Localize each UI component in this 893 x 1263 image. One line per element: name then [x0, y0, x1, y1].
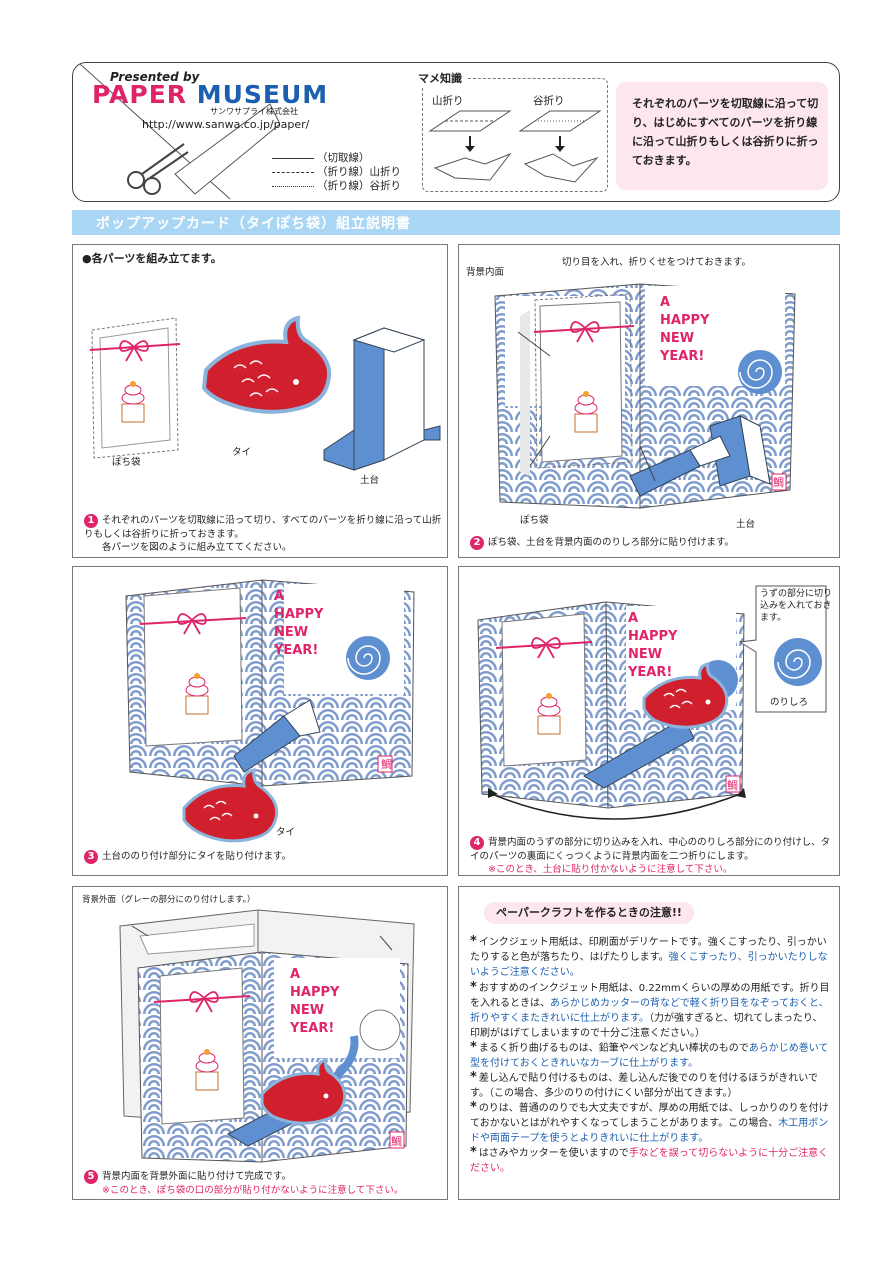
step5-number: 5	[84, 1170, 98, 1184]
s5-stamp: 鯛	[391, 1135, 402, 1148]
label-bg-outer-s5: 背景外面（グレーの部分にのり付けします。）	[82, 895, 256, 905]
title-bar	[72, 210, 840, 235]
step1-heading: ●各パーツを組み立てます。	[82, 252, 222, 265]
step1-number: 1	[84, 514, 98, 528]
step1-parts-illustration	[89, 315, 441, 471]
label-dodai-s1: 土台	[360, 475, 380, 486]
label-tai-s1: タイ	[232, 447, 252, 458]
label-pochi-s1: ぽち袋	[112, 457, 141, 468]
s4-detail-bubble	[738, 585, 827, 713]
s4-stamp: 鯛	[727, 779, 738, 792]
caution-item-6: *はさみやカッターを使いますので手などを誤って切らないように十分ご注意ください。	[470, 1145, 829, 1174]
company-name: サンワサプライ株式会社	[210, 107, 298, 116]
mame-box	[422, 78, 608, 192]
legend-mountain: （折り線）山折り	[272, 164, 401, 179]
step2-number: 2	[470, 536, 484, 550]
step3-card-illustration	[125, 579, 415, 787]
site-url[interactable]: http://www.sanwa.co.jp/paper/	[142, 118, 310, 131]
mountain-fold-label: 山折り	[432, 95, 464, 107]
caution-item-3: *まるく折り曲げるものは、鉛筆やペンなど丸い棒状のものであらかじめ巻いて型を付け…	[470, 1040, 829, 1069]
legend-valley: （折り線）谷折り	[272, 178, 401, 193]
caution-item-4: *差し込んで貼り付けるものは、差し込んだ後でのりを付けるほうがきれいです。（この…	[470, 1070, 819, 1099]
step2-card-illustration	[494, 283, 796, 509]
s2-stamp: 鯛	[773, 476, 784, 489]
step4-card-illustration	[477, 601, 746, 820]
caution-item-5: *のりは、普通ののりでも大丈夫ですが、厚めの用紙では、しっかりのりを付けておかな…	[470, 1100, 829, 1144]
caution-item-1: *インクジェット用紙は、印刷面がデリケートです。強くこすったり、引っかいたりする…	[470, 934, 828, 978]
step3-number: 3	[84, 850, 98, 864]
label-dodai-s2: 土台	[736, 519, 756, 530]
valley-fold-label: 谷折り	[533, 95, 565, 107]
mame-title: マメ知識	[414, 70, 466, 86]
s3-tai-fish	[182, 768, 279, 843]
header-diagonal-graphic	[80, 64, 280, 200]
caution-panel	[458, 886, 840, 1200]
label-pochi-s2: ぽち袋	[520, 515, 549, 526]
s3-stamp: 鯛	[381, 758, 392, 771]
step4-number: 4	[470, 836, 484, 850]
label-glue-s4: のりしろ	[770, 697, 809, 708]
presented-by: Presented by	[110, 70, 200, 84]
logo: PAPER MUSEUM	[92, 80, 329, 109]
step5-card-illustration	[119, 909, 415, 1163]
label-bg-inner-s2: 背景内面	[466, 267, 505, 278]
page-title: ポップアップカード（タイぽち袋）組立説明書	[96, 216, 411, 232]
fold-diagram	[428, 110, 602, 183]
legend-cut: （切取線）	[272, 150, 370, 165]
intro-box	[616, 82, 828, 190]
s4-bubble-text: うずの部分に切り込みを入れておきます。	[760, 589, 833, 623]
scissors-icon	[127, 143, 189, 195]
caution-title: ペーパークラフトを作るときの注意!!	[484, 902, 694, 924]
label-cut-s2: 切り目を入れ、折りくせをつけておきます。	[562, 257, 751, 268]
intro-text: それぞれのパーツを切取線に沿って切り、はじめにすべてのパーツを折り線に沿って山折…	[632, 97, 819, 167]
caution-item-2: *おすすめのインクジェット用紙は、0.22mmくらいの厚めの用紙です。折り目を入…	[470, 980, 830, 1039]
label-tai-s3: タイ	[276, 827, 296, 838]
